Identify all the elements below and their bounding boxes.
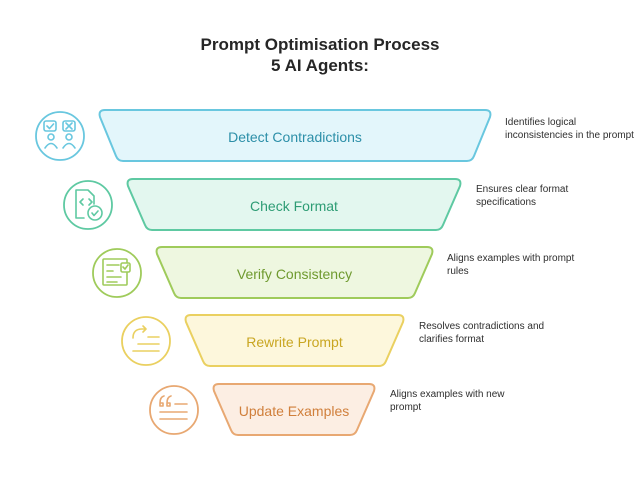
- funnel-stage-3: [155, 246, 434, 299]
- stage-label: Verify Consistency: [236, 265, 353, 282]
- stage-description: Identifies logical inconsistencies in th…: [505, 117, 634, 141]
- stage-label: Check Format: [250, 197, 338, 214]
- title-line-2: 5 AI Agents:: [271, 56, 369, 75]
- funnel-stage-2: [126, 178, 462, 231]
- funnel-stage-4: [184, 314, 405, 367]
- diagram-title: Prompt Optimisation Process 5 AI Agents:: [0, 34, 640, 76]
- stage-label: Update Examples: [238, 402, 350, 419]
- funnel-stage-5: [212, 383, 376, 436]
- code-check-icon: [63, 180, 113, 230]
- quote-icon: [149, 385, 199, 435]
- stage-label: Rewrite Prompt: [246, 333, 343, 350]
- funnel-stage-1: [98, 109, 492, 162]
- stage-description: Resolves contradictions and clarifies fo…: [419, 321, 545, 345]
- stage-description: Aligns examples with prompt rules: [447, 253, 575, 277]
- discussion-icon: [35, 111, 85, 161]
- stage-description: Ensures clear format specifications: [476, 184, 569, 208]
- stage-description: Aligns examples with new prompt: [390, 389, 505, 413]
- checklist-icon: [92, 248, 142, 298]
- title-line-1: Prompt Optimisation Process: [200, 35, 440, 54]
- stage-label: Detect Contradictions: [228, 128, 362, 145]
- rewrite-text-icon: [121, 316, 171, 366]
